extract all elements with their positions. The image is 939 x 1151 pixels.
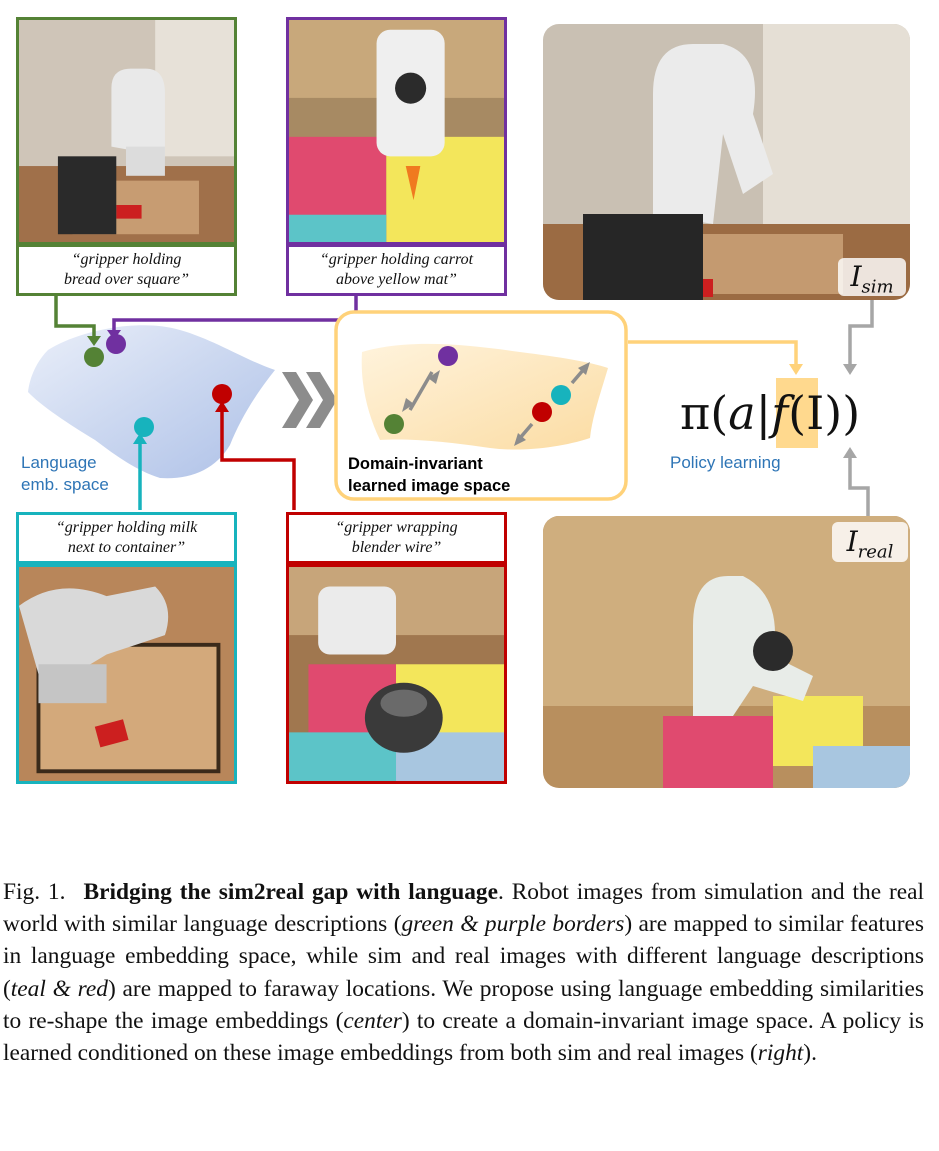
learned-teal-point [551,385,571,405]
i-sim-base: I [850,260,862,293]
caption-title: Bridging the sim2real gap with language [83,879,498,905]
i-real-sub: real [857,541,894,563]
purple-caption-box: “gripper holding carrot above yellow mat… [286,244,507,296]
purple-point [106,334,126,354]
formula-pi: π( [680,386,729,440]
red-arrowhead [215,401,229,412]
red-point [212,384,232,404]
figure-connectors [28,296,874,520]
caption-italic-2: teal & red [10,975,108,1002]
purple-caption-text: “gripper holding carrot above yellow mat… [319,251,474,288]
green-caption-text: “gripper holding bread over square” [63,251,190,288]
caption-text-5: ). [803,1040,817,1067]
i-real-base: I [846,525,858,558]
caption-text-2: ) are mapped to similar features in lang… [3,911,924,1002]
purple-connector [112,296,358,332]
learned-to-policy-arrowhead [789,364,803,375]
caption-italic-4: right [757,1040,804,1067]
figure-caption: Fig. 1. Bridging the sim2real gap with la… [3,876,924,1069]
learned-red-out-arrow [518,422,534,440]
green-connector [54,296,96,338]
learned-purple-point [438,346,458,366]
green-point [84,347,104,367]
caption-italic-1: green & purple borders [401,911,625,938]
formula-bar: | [755,386,772,440]
policy-formula: π(a|f(I)) [680,378,910,448]
learned-space-surface [361,343,608,450]
i-sim-sub: sim [861,276,894,298]
teal-arrowhead [133,433,147,444]
formula-f: f [771,386,789,440]
red-caption-text: “gripper wrapping blender wire” [335,519,458,556]
teal-caption-box: “gripper holding milk next to container” [16,512,237,564]
caption-text-3: ) are mapped to faraway locations. We pr… [3,975,924,1034]
caption-text-1: . Robot images from simulation and the r… [3,879,924,938]
i-real-label: Ireal [832,522,908,563]
formula-a: a [728,386,756,440]
real-to-policy-arrowhead [843,447,857,458]
caption-italic-3: center [343,1007,402,1034]
i-sim-label: Isim [838,258,906,298]
learned-green-point [384,414,404,434]
chevron-right-icon-2 [306,372,337,428]
teal-caption-text: “gripper holding milk next to container” [55,519,198,556]
policy-learning-text: Policy learning [670,453,781,472]
teal-point [134,417,154,437]
learned-green-purple-arrow [408,371,434,411]
learned-to-policy-connector [628,340,798,366]
chevron-right-icon [282,372,313,428]
language-space-label: Language emb. space [21,453,109,494]
sim-milk-photo [16,564,237,784]
red-connector [220,408,296,510]
green-arrowhead [87,336,101,346]
green-caption-box: “gripper holding bread over square” [16,244,237,296]
sim-bread-photo [16,17,237,245]
caption-text-4: ) to create a domain-invariant image spa… [3,1007,924,1067]
sim-policy-photo [543,24,910,300]
real-blender-photo [286,564,507,784]
policy-learning-label: Policy learning [670,452,810,474]
learned-red-point [532,402,552,422]
formula-rest: (I)) [788,386,861,440]
figure-number: Fig. 1. [3,879,66,905]
learned-space-label: Domain-invariant learned image space [348,455,511,495]
f-highlight [776,378,818,448]
real-carrot-photo [286,17,507,245]
sim-to-policy-connector [848,298,874,366]
red-caption-box: “gripper wrapping blender wire” [286,512,507,564]
figure: “gripper holding bread over square” “gri… [16,17,910,788]
real-to-policy-connector [848,455,870,520]
sim-to-policy-arrowhead [843,364,857,375]
